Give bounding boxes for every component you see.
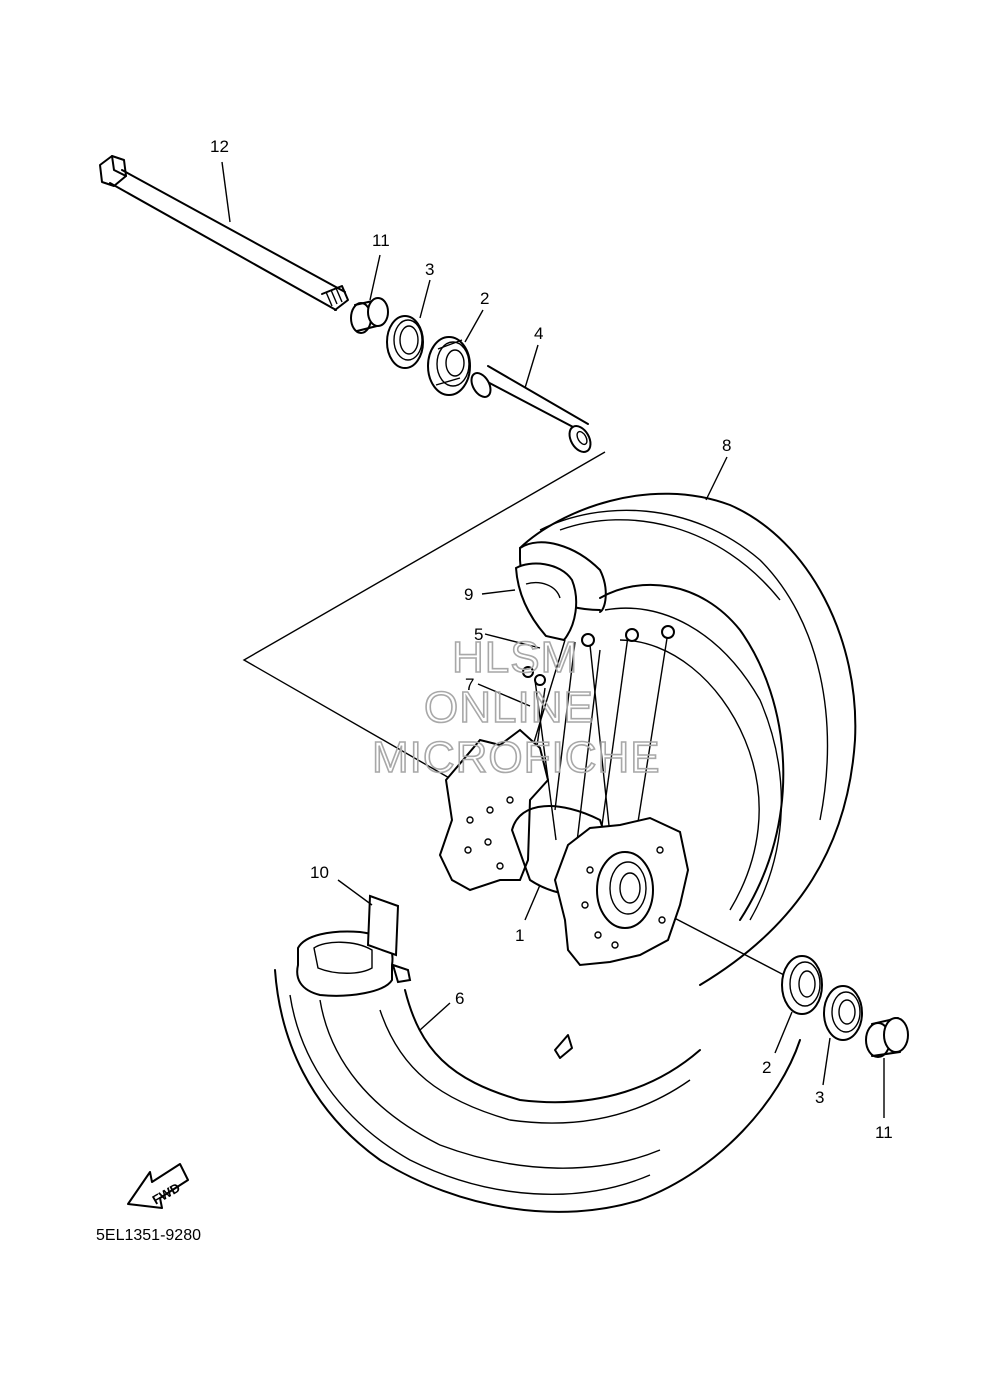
callout-labels: 12 11 3 2 4 8 9 5 7 10 1 6 2 3 11 bbox=[210, 137, 893, 1142]
callout-label-tire-lower: 6 bbox=[455, 989, 464, 1008]
axle-part[interactable] bbox=[99, 155, 349, 311]
collar-part-upper[interactable] bbox=[350, 297, 389, 334]
callout-label-axle: 12 bbox=[210, 137, 229, 156]
callout-label-bearing-upper: 2 bbox=[480, 289, 489, 308]
bearing-part-lower[interactable] bbox=[781, 955, 823, 1015]
callout-label-tube: 9 bbox=[464, 585, 473, 604]
callout-label-rim-band: 10 bbox=[310, 863, 329, 882]
callout-label-part-5: 5 bbox=[474, 625, 483, 644]
rim-band-part[interactable] bbox=[366, 894, 400, 957]
leader-lines bbox=[221, 161, 885, 1118]
oil-seal-part-lower[interactable] bbox=[823, 985, 863, 1041]
part-code: 5EL1351-9280 bbox=[96, 1227, 201, 1244]
callout-label-collar-upper: 11 bbox=[372, 231, 390, 250]
callout-label-oil-seal-upper: 3 bbox=[425, 260, 434, 279]
callout-label-part-7: 7 bbox=[465, 675, 474, 694]
oil-seal-part-upper[interactable] bbox=[386, 315, 424, 369]
watermark-line-1: HLSM bbox=[452, 633, 578, 682]
watermark: HLSM ONLINE MICROFICHE bbox=[371, 632, 661, 783]
fwd-label: FWD bbox=[150, 1180, 183, 1208]
bearing-part-upper[interactable] bbox=[427, 336, 471, 396]
watermark-line-3: MICROFICHE bbox=[372, 733, 661, 782]
collar-part-lower[interactable] bbox=[865, 1017, 909, 1058]
tire-part-upper[interactable] bbox=[519, 492, 857, 986]
callout-label-oil-seal-lower: 3 bbox=[815, 1088, 824, 1107]
callout-label-tire-upper: 8 bbox=[722, 436, 731, 455]
hub-part[interactable] bbox=[438, 728, 690, 967]
callout-label-bearing-lower: 2 bbox=[762, 1058, 771, 1077]
callout-label-collar-long: 4 bbox=[534, 324, 543, 343]
callout-label-collar-lower: 11 bbox=[875, 1123, 893, 1142]
callout-label-hub: 1 bbox=[515, 926, 524, 945]
tube-part[interactable] bbox=[514, 562, 578, 642]
tire-part-lower[interactable] bbox=[274, 930, 801, 1213]
fwd-arrow-icon: FWD bbox=[127, 1163, 189, 1209]
collar-part-long[interactable] bbox=[468, 365, 595, 456]
watermark-line-2: ONLINE bbox=[424, 683, 594, 732]
